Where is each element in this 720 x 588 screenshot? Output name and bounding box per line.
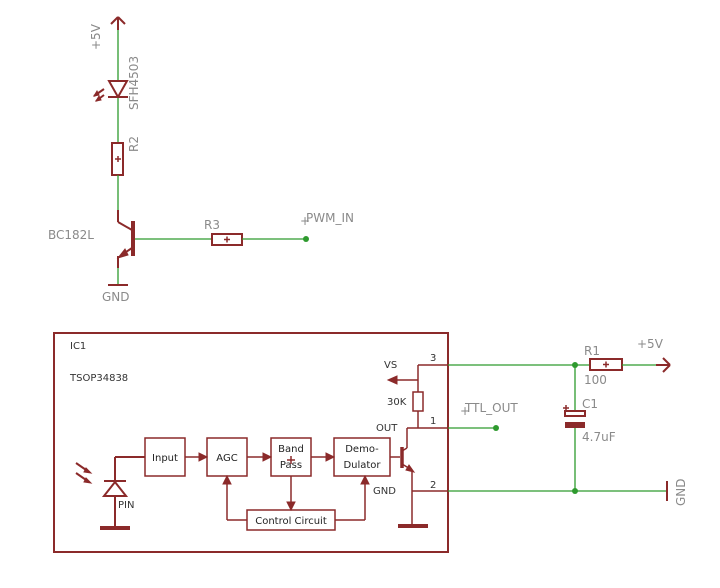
transistor-label: BC182L — [48, 228, 94, 242]
vs-label: VS — [384, 360, 397, 371]
r1-resistor — [589, 358, 623, 371]
resistor-30k-label: 30K — [387, 397, 407, 408]
supply-arrow-icon — [110, 16, 126, 30]
top-circuit: +5V SFH4503 R2 BC — [48, 16, 354, 304]
right-circuit: R1 100 +5V + TTL_OUT C1 4.7uF GND — [448, 337, 688, 506]
internal-transistor-icon — [398, 447, 428, 528]
ic1-part: TSOP34838 — [69, 373, 128, 384]
led-icon — [92, 80, 129, 102]
ttl-out-label: TTL_OUT — [464, 401, 518, 415]
block-input-label: Input — [152, 453, 178, 464]
c1-value: 4.7uF — [582, 430, 616, 444]
right-supply-label: +5V — [637, 337, 664, 351]
block-control-label: Control Circuit — [255, 516, 327, 527]
supply-arrow-right-icon — [656, 357, 671, 373]
block-demod-label-1: Demo- — [345, 444, 379, 455]
pin-label: PIN — [118, 500, 134, 511]
out-label: OUT — [376, 423, 398, 434]
ic1-package: IC1 TSOP34838 PIN Input AGC Band Pass — [53, 332, 449, 553]
pin1-label: 1 — [430, 416, 436, 427]
r3-resistor — [211, 233, 243, 246]
pwm-junction — [303, 236, 309, 242]
pwm-plus: + — [300, 214, 310, 228]
ic1-name: IC1 — [70, 341, 86, 352]
block-band-pass-label-1: Band — [278, 444, 304, 455]
r1-label: R1 — [584, 344, 600, 358]
c1-capacitor — [563, 405, 586, 428]
right-gnd-label: GND — [674, 478, 688, 506]
ttl-junction — [493, 425, 499, 431]
pwm-in-label: PWM_IN — [306, 211, 354, 225]
r3-label: R3 — [204, 218, 220, 232]
transistor-icon — [116, 210, 135, 268]
led-label: SFH4503 — [127, 56, 141, 110]
block-agc-label: AGC — [216, 453, 237, 464]
r2-label: R2 — [127, 136, 141, 152]
ic-gnd-label: GND — [373, 486, 396, 497]
pin3-label: 3 — [430, 353, 436, 364]
block-demod-label-2: Dulator — [343, 460, 381, 471]
r1-value: 100 — [584, 373, 607, 387]
pin2-label: 2 — [430, 480, 436, 491]
top-supply-label: +5V — [89, 23, 103, 50]
ttl-plus: + — [460, 404, 470, 418]
block-band-pass-label-2: Pass — [280, 460, 302, 471]
r2-resistor — [111, 142, 124, 176]
resistor-30k — [412, 391, 424, 412]
junction-gnd — [572, 488, 578, 494]
photodiode-icon — [75, 456, 145, 530]
top-gnd-label: GND — [102, 290, 130, 304]
c1-label: C1 — [582, 397, 598, 411]
